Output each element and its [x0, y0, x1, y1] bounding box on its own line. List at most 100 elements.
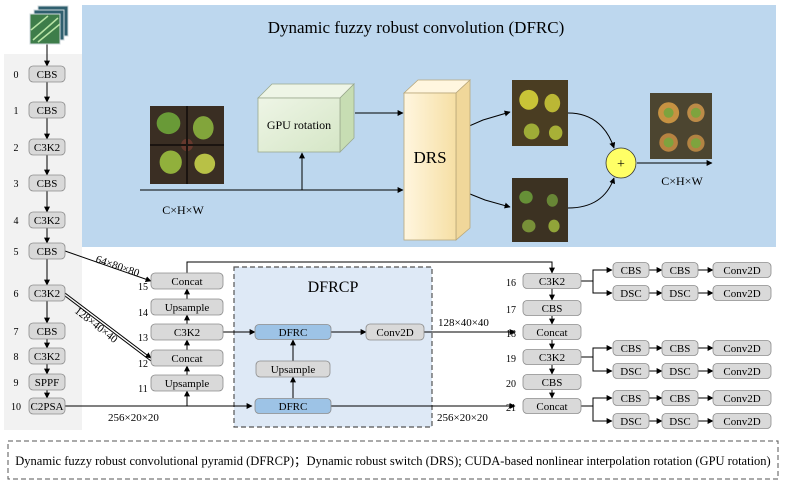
head-1-row1-cbs-label: CBS — [670, 343, 691, 355]
backbone-index-6: 6 — [14, 289, 19, 300]
dfrc-node-top-label: DFRC — [279, 327, 308, 339]
head-2-row1-cbs-label: CBS — [670, 393, 691, 405]
drs-output-bottom-map — [512, 178, 568, 242]
head-0-row1-conv2d-box — [712, 262, 772, 278]
neck-layer-18: Concat — [522, 324, 582, 340]
neck-layer-16: C3K2 — [522, 273, 582, 289]
neck-layer-11: Upsample — [150, 374, 224, 392]
backbone-layer-9-box — [28, 373, 66, 391]
head-1-row2-dsc-label: DSC — [620, 366, 641, 378]
backbone-layer-1-box — [28, 101, 66, 119]
dfrcp-upsample-box — [255, 360, 331, 378]
neck-layer-19-label: C3K2 — [539, 352, 565, 364]
backbone-layer-10: C2PSA — [28, 397, 66, 415]
backbone-index-9: 9 — [14, 378, 19, 389]
backbone-layer-6-box — [28, 284, 66, 302]
head-1-row2-dsc-box — [661, 363, 699, 379]
legend-text: Dynamic fuzzy robust convolutional pyram… — [15, 454, 770, 468]
backbone-layer-9-label: SPPF — [35, 377, 59, 389]
neck-layer-14: Upsample — [150, 298, 224, 316]
neck-layer-17: CBS — [522, 300, 582, 316]
head-0-row2-dsc: DSC — [612, 285, 650, 301]
neck-layer-16-label: C3K2 — [539, 276, 565, 288]
dfrc-node-bottom: DFRC — [254, 398, 332, 414]
head-0-row2-conv2d-box — [712, 285, 772, 301]
neck-index-12: 12 — [138, 359, 148, 370]
input-image-stack — [29, 5, 69, 45]
backbone-layer-8-box — [28, 347, 66, 365]
backbone-layer-1-label: CBS — [37, 105, 58, 117]
dfrcp-panel-title: DFRCP — [308, 279, 359, 296]
neck-layer-20: CBS — [522, 374, 582, 390]
head-2-row2-conv2d: Conv2D — [712, 413, 772, 429]
head-2-row1-cbs-label: CBS — [621, 393, 642, 405]
backbone-index-0: 0 — [14, 70, 19, 81]
neck-index-14: 14 — [138, 308, 148, 319]
head-2-row2-dsc-box — [612, 413, 650, 429]
neck-index-16: 16 — [506, 278, 516, 289]
dfrcp-conv2d-label: Conv2D — [376, 327, 413, 339]
dfrc-node-bottom-label: DFRC — [279, 401, 308, 413]
neck-layer-20-box — [522, 374, 582, 390]
head-1-row1-cbs: CBS — [661, 340, 699, 356]
head-0-row1-cbs-label: CBS — [621, 265, 642, 277]
neck-layer-21-label: Concat — [536, 401, 567, 413]
head-branch — [581, 345, 613, 358]
head-2-row1-cbs-box — [612, 390, 650, 406]
head-1-row1-cbs-label: CBS — [621, 343, 642, 355]
neck-layer-15-label: Concat — [171, 276, 202, 288]
backbone-layer-10-box — [28, 397, 66, 415]
head-1-row1-conv2d-box — [712, 340, 772, 356]
backbone-layer-7: CBS — [28, 322, 66, 340]
neck-index-18: 18 — [506, 329, 516, 340]
neck-layer-17-box — [522, 300, 582, 316]
head-2-row2-dsc: DSC — [661, 413, 699, 429]
backbone-layer-4: C3K2 — [28, 211, 66, 229]
concat15-to-c3k2-16 — [186, 261, 555, 274]
layer6-to-concat12 — [64, 292, 152, 359]
neck-layer-11-label: Upsample — [165, 378, 210, 390]
dfrc-output-dim: C×H×W — [661, 174, 703, 188]
dfrc-node-bottom-box — [254, 398, 332, 414]
input-feature-map — [150, 106, 224, 184]
neck-layer-18-box — [522, 324, 582, 340]
head-0-row2-dsc-box — [612, 285, 650, 301]
dim-64x80x80: 64×80×80 — [94, 253, 141, 279]
neck-index-19: 19 — [506, 354, 516, 365]
head-0-row2-conv2d-label: Conv2D — [723, 288, 760, 300]
backbone-layer-4-box — [28, 211, 66, 229]
backbone-layer-8: C3K2 — [28, 347, 66, 365]
neck-layer-12: Concat — [150, 349, 224, 367]
head-0-row1-cbs: CBS — [661, 262, 699, 278]
neck-layer-20-label: CBS — [542, 377, 563, 389]
dfrcp-conv2d-box — [365, 323, 425, 341]
backbone-index-3: 3 — [14, 179, 19, 190]
head-1-row1-conv2d: Conv2D — [712, 340, 772, 356]
dfrc-node-top-box — [254, 324, 332, 340]
dim-256x20x20-right: 256×20×20 — [437, 412, 488, 424]
head-2-row1-conv2d: Conv2D — [712, 390, 772, 406]
backbone-index-10: 10 — [11, 402, 21, 413]
head-branch — [592, 281, 613, 296]
dfrc-input-dim: C×H×W — [162, 203, 204, 217]
backbone-layer-2-label: C3K2 — [34, 142, 60, 154]
head-1-row2-dsc-label: DSC — [669, 366, 690, 378]
head-2-row2-dsc-label: DSC — [620, 416, 641, 428]
neck-layer-19-box — [522, 349, 582, 365]
head-2-row1-cbs: CBS — [612, 390, 650, 406]
head-2-row2-conv2d-box — [712, 413, 772, 429]
backbone-layer-0-box — [28, 65, 66, 83]
neck-layer-14-box — [150, 298, 224, 316]
backbone-layer-2: C3K2 — [28, 138, 66, 156]
neck-layer-17-label: CBS — [542, 303, 563, 315]
drs-box: DRS — [402, 79, 472, 241]
head-0-row2-dsc-label: DSC — [669, 288, 690, 300]
add-operation: + — [605, 147, 637, 179]
dim-256x20x20-left: 256×20×20 — [108, 412, 159, 424]
head-branch — [592, 357, 613, 374]
backbone-layer-5-box — [28, 242, 66, 260]
neck-layer-21-box — [522, 398, 582, 414]
dim-128x40x40-right: 128×40×40 — [438, 317, 489, 329]
backbone-layer-5-label: CBS — [37, 246, 58, 258]
